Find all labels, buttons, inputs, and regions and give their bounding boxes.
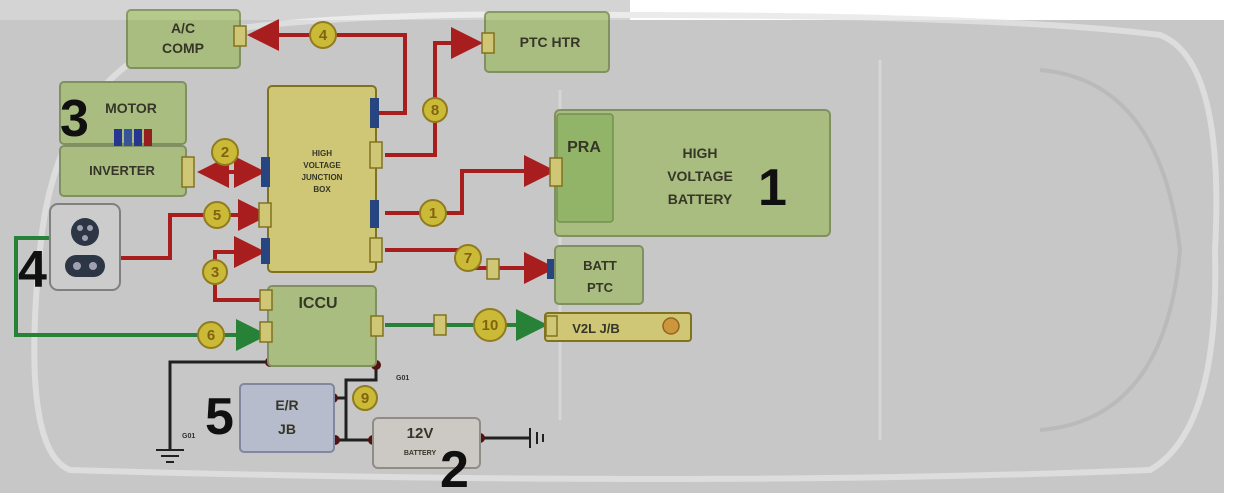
circuit-badge-number: 6: [207, 327, 215, 344]
er-junction-block: E/R JB: [239, 383, 335, 453]
circuit-badge-circle: [422, 97, 448, 123]
ac-comp-label-2: COMP: [162, 40, 204, 56]
circuit-badge-number: 4: [319, 27, 328, 44]
right-white-strip: [1224, 0, 1236, 493]
circuit-badge-circle: [419, 199, 447, 227]
lv-battery-label-1: 12V: [407, 425, 434, 442]
hv-battery-box: PRA HIGH VOLTAGE BATTERY: [549, 109, 831, 237]
circuit-badge-circle: [309, 21, 337, 49]
battery-label-1: HIGH: [683, 145, 718, 161]
batt-ptc-box: BATT PTC: [486, 245, 644, 305]
er-jb-label-1: E/R: [275, 397, 298, 413]
lv-battery-box: 12V BATTERY: [372, 417, 481, 469]
ac-compressor-box: A/C COMP: [126, 9, 247, 69]
circuit-badge-circle: [211, 138, 239, 166]
er-jb-label-2: JB: [278, 421, 296, 437]
circuit-badge-number: 8: [431, 102, 439, 119]
v2l-label: V2L J/B: [572, 321, 619, 336]
pra-box: [556, 113, 614, 223]
circuit-badge-number: 2: [221, 144, 229, 161]
inverter-box: INVERTER: [59, 145, 195, 197]
hvjb-label-2: VOLTAGE: [303, 161, 341, 170]
circuit-badge-circle: [202, 259, 228, 285]
charge-port: [49, 203, 121, 291]
circuit-badges: 4 8 2 5 1 3 7 6 10 9: [197, 21, 507, 411]
batt-ptc-label-2: PTC: [587, 280, 614, 295]
lv-battery-label-2: BATTERY: [404, 450, 437, 457]
circuit-badge-circle: [473, 308, 507, 342]
motor-box: MOTOR: [59, 81, 187, 145]
hvjb-label-3: JUNCTION: [302, 173, 343, 182]
iccu-label: ICCU: [298, 295, 337, 312]
ground-wiring: [168, 360, 530, 450]
circuit-badge-number: 7: [464, 250, 472, 267]
hvjb-label-4: BOX: [313, 185, 331, 194]
battery-label-3: BATTERY: [668, 191, 733, 207]
circuit-badge-number: 9: [361, 390, 369, 407]
callout-4: 4: [18, 241, 47, 299]
callout-3: 3: [60, 90, 89, 148]
circuit-badge-number: 5: [213, 207, 221, 224]
circuit-badge-circle: [197, 321, 225, 349]
iccu-box: ICCU: [259, 285, 384, 367]
inverter-label: INVERTER: [89, 163, 155, 178]
ac-comp-label-1: A/C: [171, 20, 195, 36]
motor-phase-connectors: [114, 129, 152, 146]
circuit-badge-circle: [352, 385, 378, 411]
motor-label: MOTOR: [105, 100, 157, 116]
circuit-badge-number: 10: [482, 317, 499, 334]
circuit-badge-number: 3: [211, 264, 219, 281]
ptc-heater-box: PTC HTR: [481, 11, 610, 73]
lv-wiring: [14, 236, 548, 351]
batt-ptc-label-1: BATT: [583, 258, 617, 273]
callout-1: 1: [758, 159, 787, 217]
pra-label: PRA: [567, 139, 601, 156]
rear-windshield-outline: [1039, 68, 1183, 432]
hv-junction-box: HIGH VOLTAGE JUNCTION BOX: [258, 85, 383, 273]
callout-5: 5: [205, 388, 234, 446]
ground-label-iccu: G01: [396, 375, 409, 382]
v2l-junction-box: V2L J/B: [433, 312, 692, 342]
circuit-badge-circle: [203, 201, 231, 229]
circuit-badge-number: 1: [429, 205, 437, 222]
ground-symbol: [156, 428, 544, 463]
callout-2: 2: [440, 441, 469, 493]
battery-label-2: VOLTAGE: [667, 168, 733, 184]
ptc-htr-label: PTC HTR: [520, 34, 581, 50]
circuit-badge-circle: [454, 244, 482, 272]
ground-label-chassis: G01: [182, 433, 195, 440]
hvjb-label-1: HIGH: [312, 149, 332, 158]
